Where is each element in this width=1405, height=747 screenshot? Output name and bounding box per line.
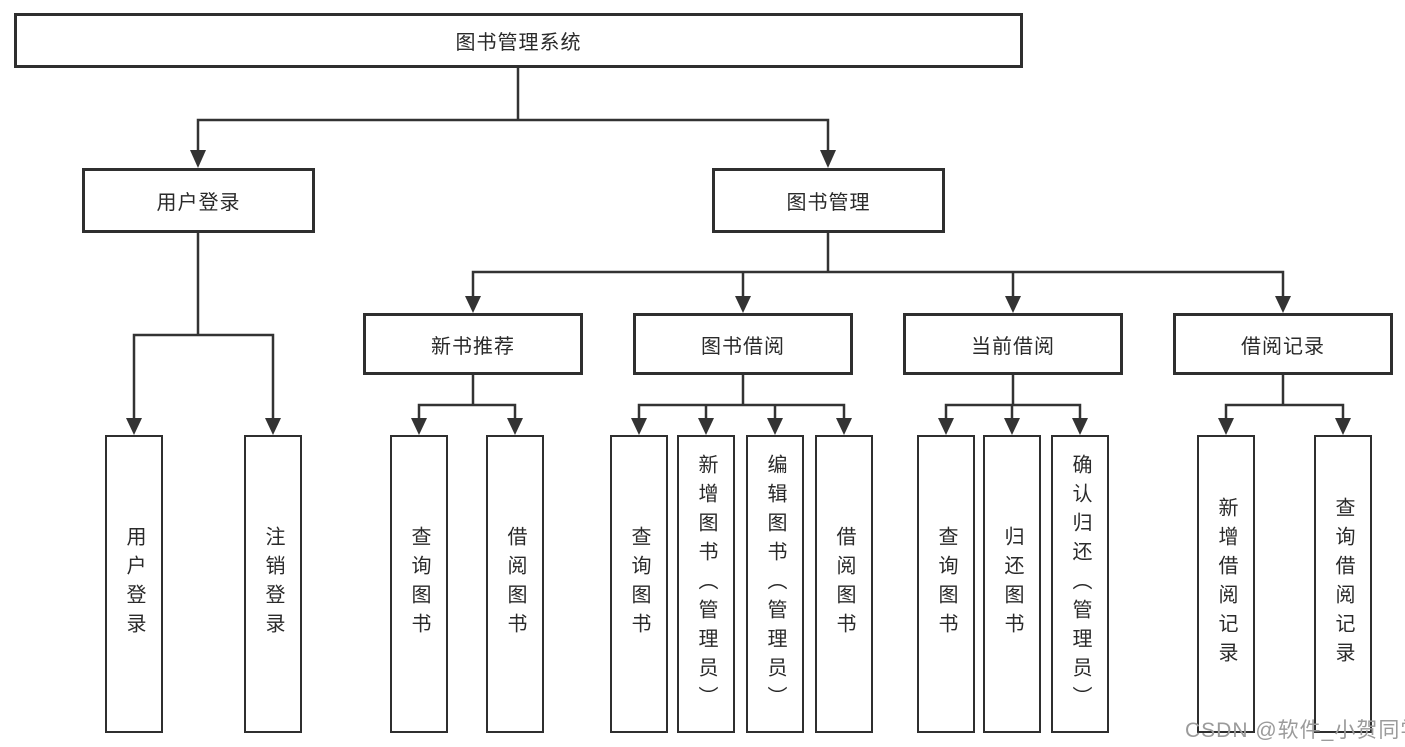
node-current-borrowing: 当前借阅 — [903, 313, 1123, 375]
leaf-query-books-recommend: 查询图书 — [390, 435, 448, 733]
leaf-confirm-return-admin: 确认归还（管理员） — [1051, 435, 1109, 733]
leaf-logout: 注销登录 — [244, 435, 302, 733]
leaf-borrow-books-recommend: 借阅图书 — [486, 435, 544, 733]
leaf-user-login: 用户登录 — [105, 435, 163, 733]
leaf-return-books: 归还图书 — [983, 435, 1041, 733]
leaf-query-books-borrowing: 查询图书 — [610, 435, 668, 733]
leaf-add-borrow-record: 新增借阅记录 — [1197, 435, 1255, 733]
watermark: CSDN @软件_小贺同学 — [1185, 719, 1405, 742]
leaf-query-borrow-record: 查询借阅记录 — [1314, 435, 1372, 733]
leaf-edit-books-admin: 编辑图书（管理员） — [746, 435, 804, 733]
leaf-query-books-current: 查询图书 — [917, 435, 975, 733]
leaf-add-books-admin: 新增图书（管理员） — [677, 435, 735, 733]
leaf-borrow-books-borrowing: 借阅图书 — [815, 435, 873, 733]
node-borrowing-records: 借阅记录 — [1173, 313, 1393, 375]
node-user-login: 用户登录 — [82, 168, 315, 233]
node-root: 图书管理系统 — [14, 13, 1023, 68]
node-book-management: 图书管理 — [712, 168, 945, 233]
node-book-borrowing: 图书借阅 — [633, 313, 853, 375]
node-new-book-recommend: 新书推荐 — [363, 313, 583, 375]
